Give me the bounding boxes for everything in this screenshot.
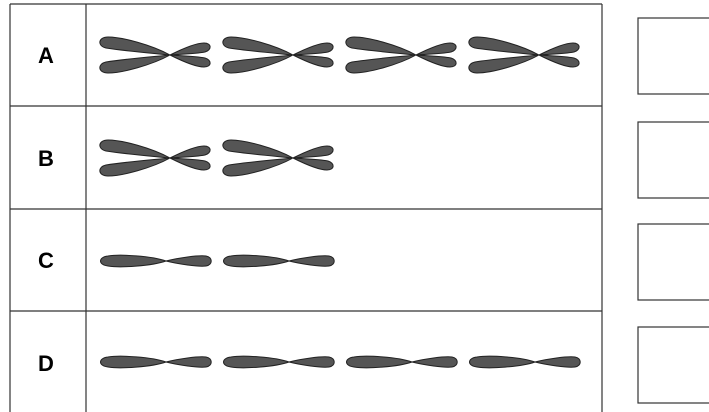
duplicated-chromosome — [346, 37, 456, 73]
single-chromosome — [101, 255, 212, 267]
single-chromosome — [101, 356, 212, 368]
row-label-b: B — [38, 146, 54, 171]
row-b-chromosomes — [100, 140, 333, 176]
row-label-a: A — [38, 43, 54, 68]
row-d-chromosomes — [101, 356, 581, 368]
answer-box-d[interactable] — [638, 327, 709, 403]
row-label-d: D — [38, 351, 54, 376]
duplicated-chromosome — [469, 37, 579, 73]
duplicated-chromosome — [223, 37, 333, 73]
single-chromosome — [224, 356, 335, 368]
row-c-chromosomes — [101, 255, 335, 267]
row-label-c: C — [38, 248, 54, 273]
duplicated-chromosome — [100, 140, 210, 176]
single-chromosome — [470, 356, 581, 368]
answer-box-b[interactable] — [638, 122, 709, 198]
single-chromosome — [347, 356, 458, 368]
single-chromosome — [224, 255, 335, 267]
duplicated-chromosome — [223, 140, 333, 176]
row-a-chromosomes — [100, 37, 579, 73]
answer-box-c[interactable] — [638, 224, 709, 300]
duplicated-chromosome — [100, 37, 210, 73]
answer-box-a[interactable] — [638, 18, 709, 94]
